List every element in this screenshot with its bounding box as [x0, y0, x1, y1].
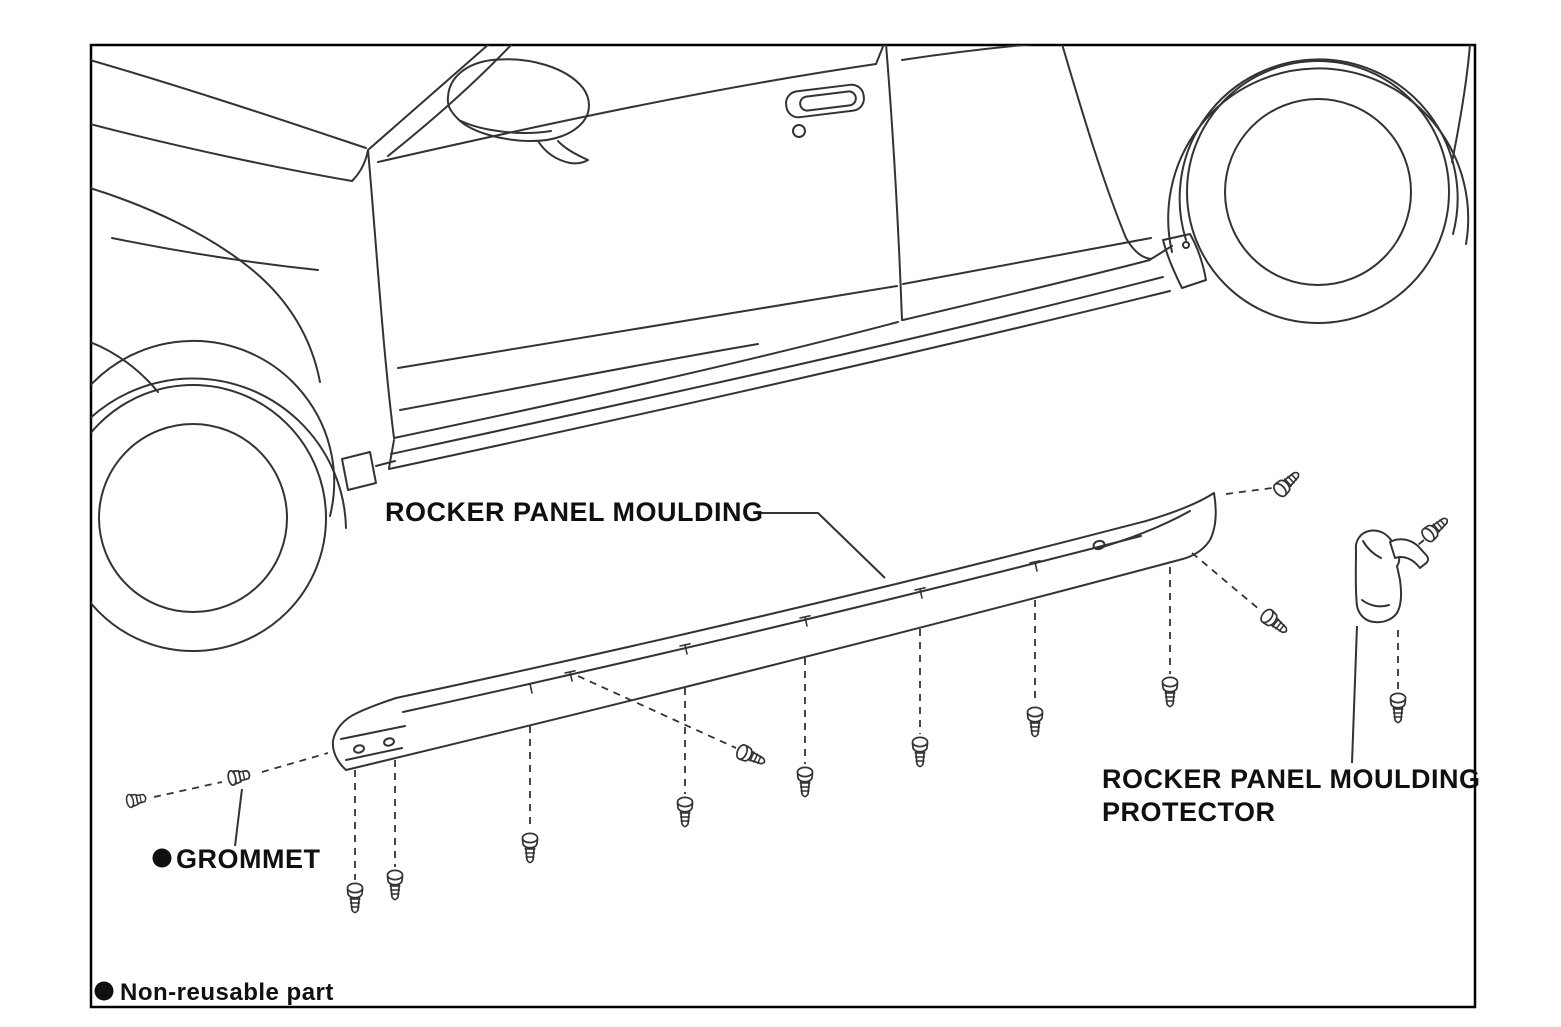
protector-label-line2: PROTECTOR [1102, 797, 1276, 827]
side-mirror [446, 58, 590, 165]
rear-mudguard [1162, 233, 1207, 289]
moulding-clip-hooks [524, 560, 1041, 694]
sill-bracket [341, 451, 377, 491]
front-rim [98, 423, 288, 613]
front-wheel-arch [91, 377, 347, 529]
moulding-outline [331, 492, 1217, 771]
protector-body [1354, 529, 1402, 624]
leader-lines [234, 512, 1358, 847]
front-tire [91, 384, 327, 652]
moulding-leader-line [761, 512, 886, 579]
moulding-label: ROCKER PANEL MOULDING [385, 497, 764, 527]
door-handle [785, 83, 865, 138]
rocker-panel-moulding-protector-part [1354, 529, 1430, 624]
fastener-guide-lines [153, 487, 1425, 880]
moulding-flange-line [402, 535, 1142, 713]
non-reusable-bullet-icon [94, 981, 114, 1001]
rear-wheel [1167, 58, 1470, 324]
car-body-lines [91, 45, 1471, 491]
legend-non-reusable-label: Non-reusable part [120, 979, 334, 1006]
non-reusable-bullet-icon [152, 848, 172, 868]
moulding-end-scoop [1095, 510, 1191, 550]
annotations: ROCKER PANEL MOULDING ROCKER PANEL MOULD… [94, 497, 1481, 1006]
front-wheel [91, 339, 347, 652]
grommet-label: GROMMET [176, 844, 321, 874]
door-keyhole [792, 124, 806, 138]
diagram-frame [89, 43, 1477, 1009]
bracket-hole [383, 737, 395, 747]
front-wheel-arch-lip [91, 339, 336, 517]
grommet-leader-line [234, 788, 243, 847]
rear-wheel-arch [1167, 67, 1470, 253]
protector-leader-line [1351, 625, 1358, 764]
exploded-parts [124, 466, 1453, 914]
protector-label-line1: ROCKER PANEL MOULDING [1102, 764, 1481, 794]
rear-wheel-arch-lip [1178, 58, 1459, 241]
legend: Non-reusable part [94, 979, 334, 1006]
rear-rim [1224, 98, 1412, 286]
rocker-panel-moulding-part [331, 492, 1217, 771]
rear-tire [1186, 60, 1450, 324]
car-side-view-illustration [91, 45, 1471, 652]
bracket-hole [353, 744, 365, 754]
moulding-end-hole [1092, 539, 1106, 551]
protector-hook [1389, 538, 1430, 569]
